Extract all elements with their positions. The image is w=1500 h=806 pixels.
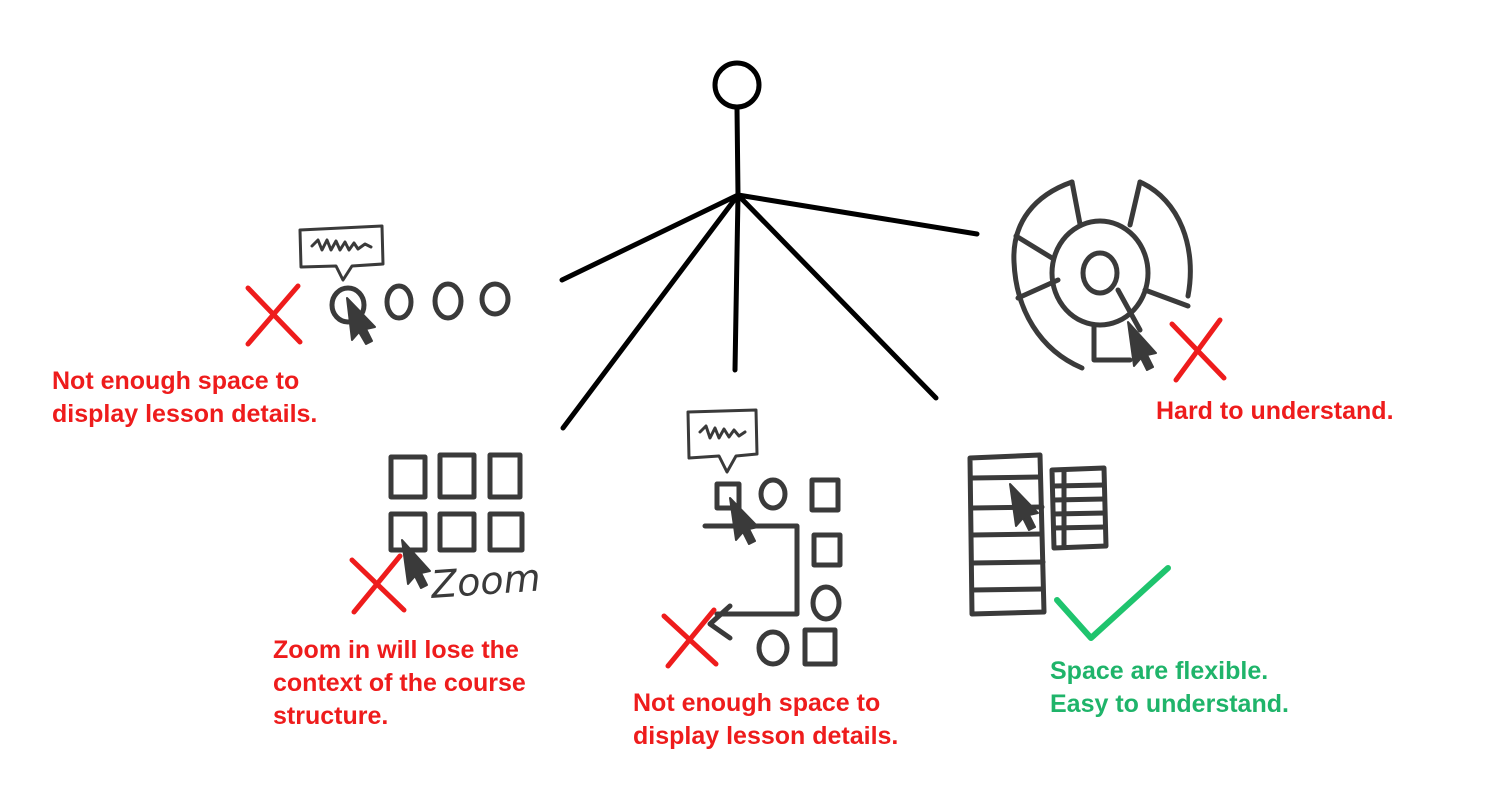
cursor-icon [1127,321,1157,371]
path-node [758,477,788,511]
branch-option-b [560,192,741,431]
label-option-d: Space are flexible. Easy to understand. [1050,655,1289,721]
timeline-node [479,281,511,317]
sketch-option-d-list [967,452,1109,617]
grid-cell [487,511,525,553]
x-mark-icon [349,553,407,615]
label-line: display lesson details. [52,400,318,428]
timeline-node [384,283,414,321]
branch-option-c [732,192,741,373]
timeline-node [432,281,464,321]
label-line: context of the course [273,669,526,697]
path-node [756,629,790,667]
label-option-c: Not enough space to display lesson detai… [633,687,898,753]
tooltip-bubble [298,224,385,282]
cursor-icon [1009,483,1039,531]
label-line: Hard to understand. [1156,397,1394,425]
grid-cell [388,454,428,500]
grid-cell [388,511,428,553]
sublist-panel [1049,465,1109,551]
tooltip-squiggle [310,238,373,252]
cursor-icon [346,297,376,345]
grid-cell [437,452,477,500]
label-line: Not enough space to [633,689,881,717]
zoom-sketch-label: Zoom [429,555,542,607]
label-option-b: Zoom in will lose the context of the cou… [273,634,526,733]
grid-cell [437,511,477,553]
stick-figure-user [559,60,980,431]
sketch-option-a-timeline [298,224,511,345]
label-line: Easy to understand. [1050,690,1289,718]
branch-option-d [735,192,939,401]
label-line: display lesson details. [633,722,899,750]
x-mark-icon [245,283,303,347]
x-mark-icon [1169,317,1227,383]
path-node [714,481,742,511]
sketch-option-e-radial [1011,179,1193,371]
tooltip-bubble [686,408,759,474]
path-node [802,627,838,667]
cursor-icon [401,539,431,589]
check-mark-icon [1054,565,1171,641]
path-node [809,477,841,513]
sketch-option-b-grid: Zoom [388,452,542,607]
label-line: Not enough space to [52,367,300,395]
cursor-icon [729,497,759,545]
grid-cell [487,452,523,500]
radial-outer-arc [1011,179,1085,371]
path-node [810,584,842,622]
label-option-a: Not enough space to display lesson detai… [52,365,317,431]
branch-option-e [735,192,980,237]
radial-outer-arc [1137,179,1193,299]
label-line: Zoom in will lose the [273,636,519,664]
timeline-node [329,285,367,325]
branch-option-a [559,192,741,283]
path-node [811,532,843,568]
label-line: Space are flexible. [1050,657,1269,685]
user-body [734,105,741,198]
x-mark-icon [661,607,719,669]
tooltip-squiggle [698,424,747,440]
sketch-option-c-path-map [686,408,843,667]
user-head [712,60,762,110]
label-option-e: Hard to understand. [1156,395,1394,428]
radial-ring [1049,218,1151,328]
label-line: structure. [273,702,389,730]
radial-core [1080,250,1120,296]
radial-spokes [1013,179,1191,363]
